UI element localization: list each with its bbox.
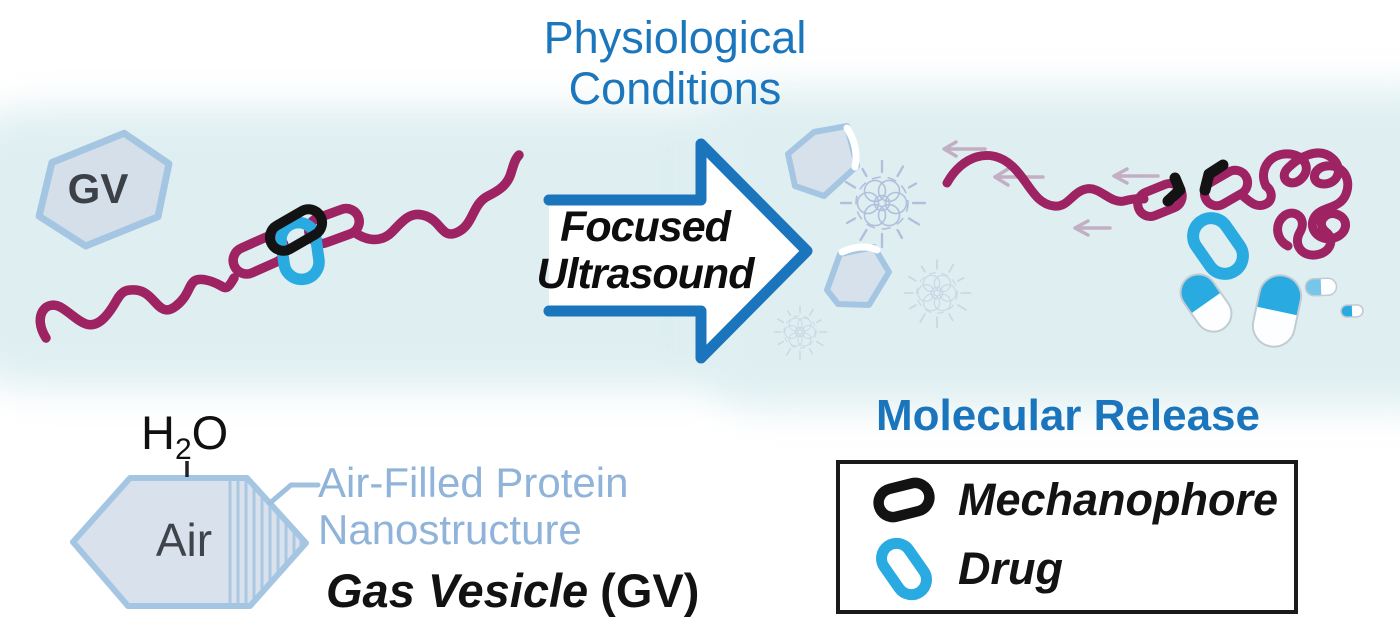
- broken-mechanophore-half: [1162, 172, 1186, 207]
- drug-capsule: [1340, 304, 1364, 318]
- gas-vesicle-caption: Gas Vesicle(GV): [326, 563, 699, 618]
- motion-arrow-icon: [942, 140, 1160, 237]
- mechanophore-link: [264, 204, 328, 256]
- molecular-release-title: Molecular Release: [876, 391, 1260, 440]
- burst-icon: [904, 259, 972, 329]
- polymer-chain-left: [35, 150, 524, 343]
- callout-line: [267, 482, 321, 506]
- water-subscript: 2: [174, 433, 192, 466]
- caption-plain: (GV): [600, 564, 700, 617]
- focused-ultrasound-label: Focused Ultrasound: [495, 204, 795, 298]
- legend-row-drug: Drug: [864, 536, 1294, 602]
- legend-label: Mechanophore: [958, 474, 1279, 525]
- legend-label: Drug: [958, 543, 1063, 594]
- broken-vesicle-piece: [824, 243, 892, 308]
- nanostructure-callout-text: Air-Filled Protein Nanostructure: [318, 459, 628, 553]
- burst-icon: [839, 159, 927, 249]
- released-drug-ring: [1187, 212, 1249, 280]
- released-polymer-fragment: [942, 151, 1276, 211]
- callout-line2: Nanostructure: [318, 506, 582, 553]
- arrow-line2: Ultrasound: [536, 250, 755, 298]
- polymer-coil: [1259, 148, 1353, 260]
- condition-line1: Physiological: [543, 12, 807, 63]
- air-label: Air: [155, 514, 213, 566]
- ultrasound-arrow: [543, 138, 813, 364]
- callout-line1: Air-Filled Protein: [318, 459, 629, 506]
- gas-vesicle-hexagon: [35, 129, 173, 250]
- gv-tag: GV: [67, 165, 129, 212]
- arrow-line1: Focused: [560, 203, 731, 251]
- drug-ring-icon: [864, 536, 944, 602]
- mechanophore-ring-icon: [864, 472, 944, 528]
- legend-row-mechanophore: Mechanophore: [864, 472, 1294, 528]
- water-h: H: [141, 406, 175, 459]
- drug-capsule: [1179, 273, 1233, 333]
- water-o: O: [191, 406, 229, 459]
- physiological-conditions-label: Physiological Conditions: [480, 12, 870, 114]
- chain-link: [1199, 165, 1253, 211]
- drug-capsule: [1304, 277, 1338, 297]
- broken-mechanophore-half: [1199, 159, 1229, 196]
- water-label: H2O: [141, 405, 228, 467]
- caption-italic: Gas Vesicle: [326, 564, 589, 617]
- legend-box: Mechanophore Drug: [836, 460, 1298, 614]
- drug-capsule: [1251, 274, 1303, 348]
- condition-line2: Conditions: [568, 63, 782, 114]
- broken-vesicle-piece: [785, 123, 860, 199]
- burst-icon: [773, 305, 828, 361]
